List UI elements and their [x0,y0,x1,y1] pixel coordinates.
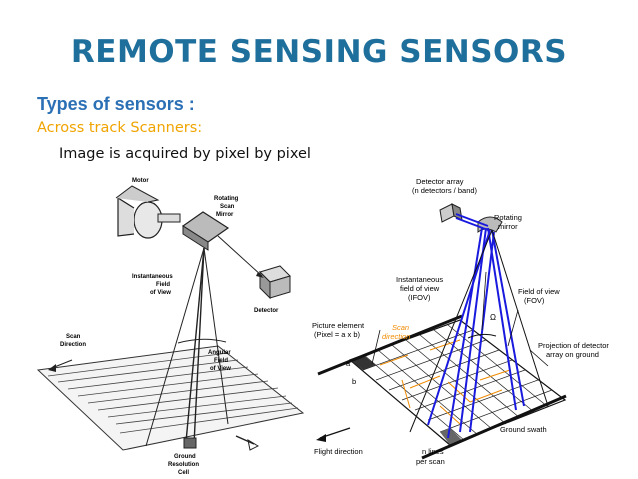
label-mirror: Mirror [216,212,234,218]
label-rotating: Rotating [494,213,522,222]
section-heading: Across track Scanners: [37,120,203,136]
label-angular-1: Angular [208,350,231,356]
label-angular-2: Field [214,358,228,364]
label-detector: Detector [254,308,279,314]
label-a: a [346,359,351,368]
label-motor: Motor [132,178,149,184]
subtitle: Types of sensors : [37,94,195,114]
label-ground-swath: Ground swath [500,425,547,434]
label-omega: Ω [490,313,496,322]
label-scan: Scan [220,204,235,210]
label-detectors-band: (n detectors / band) [412,186,478,195]
label-angular-3: of View [210,366,231,372]
across-track-scanner-diagram: Motor Rotating Scan Mirror Instantaneous… [36,178,305,476]
label-ifov-2: Field [156,282,170,288]
label-scan-2: direction [382,332,410,341]
label-fov-1: Field of view [518,287,560,296]
label-projection-2: array on ground [546,350,599,359]
label-n-lines: n lines [422,447,444,456]
label-b: b [352,377,356,386]
label-rotating: Rotating [214,196,239,202]
ground-resolution-cell [183,437,197,449]
ifov-rays [427,213,525,439]
label-picture-element-2: (Pixel = a x b) [314,330,361,339]
flight-direction-arrow-icon [316,434,326,442]
label-ifov-1: Instantaneous [396,275,443,284]
label-picture-element-1: Picture element [312,321,365,330]
motor-icon [115,185,181,239]
flight-arrow-icon [235,435,255,445]
label-ifov-3: (IFOV) [408,293,431,302]
label-ifov-2: field of view [400,284,440,293]
label-ground-1: Ground [174,454,196,460]
label-scan-direction-1: Scan [66,334,81,340]
label-fov-2: (FOV) [524,296,545,305]
label-mirror: mirror [498,222,518,231]
label-flight-direction: Flight direction [314,447,363,456]
slide-title: REMOTE SENSING SENSORS [70,34,568,70]
label-ground-2: Resolution [168,462,199,468]
label-scan-direction-2: Direction [60,342,86,348]
label-ifov-1: Instantaneous [132,274,173,280]
rotating-mirror-icon [181,211,230,251]
label-projection-1: Projection of detector [538,341,609,350]
detector-array-scan-diagram: Detector array (n detectors / band) Rota… [312,177,609,466]
detector-icon [259,265,291,300]
label-ifov-3: of View [150,290,171,296]
label-detector-array: Detector array [416,177,464,186]
label-ground-3: Cell [178,470,189,476]
caption: Image is acquired by pixel by pixel [59,146,311,162]
label-scan-1: Scan [392,323,409,332]
scan-ground-plane [36,345,305,451]
label-per-scan: per scan [416,457,445,466]
